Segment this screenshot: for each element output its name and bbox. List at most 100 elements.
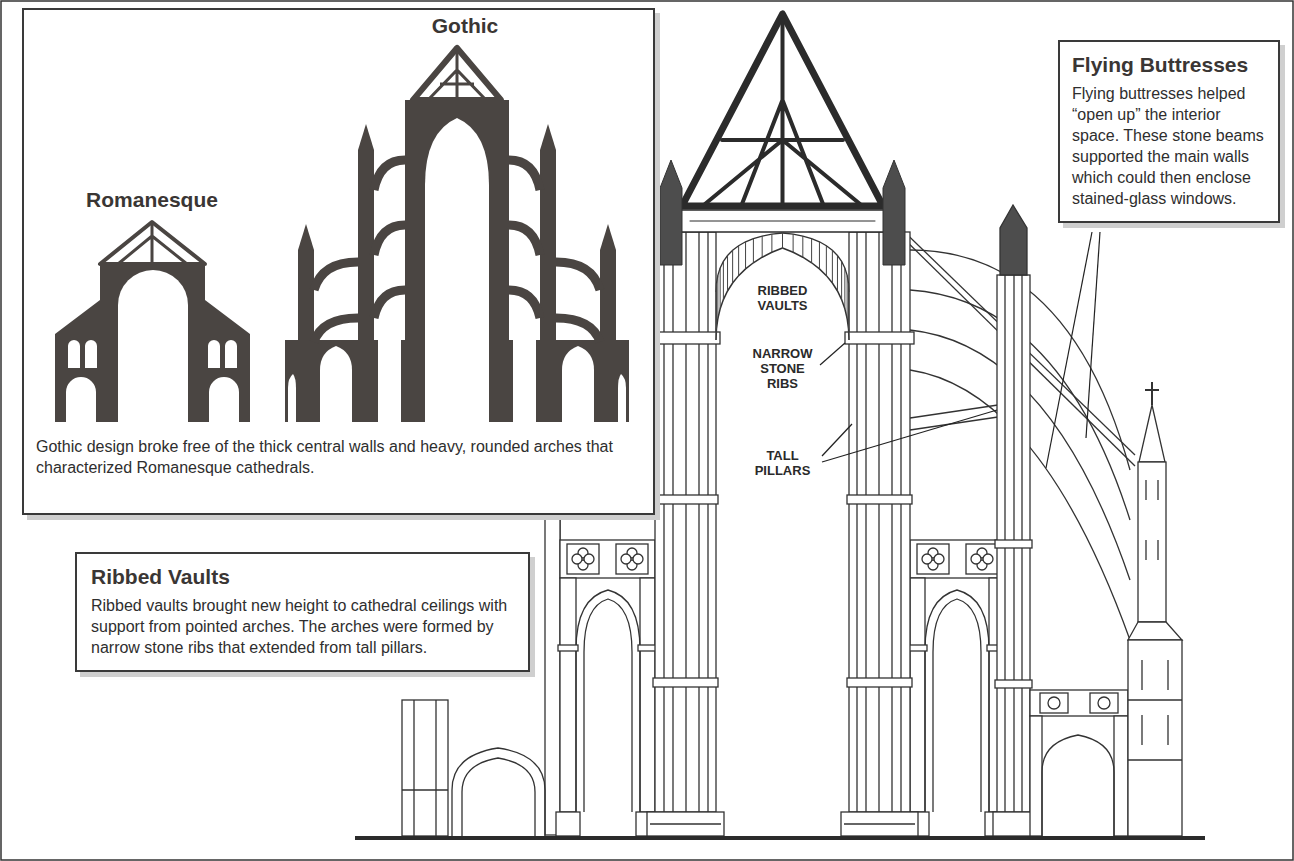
- low-aisle: [1040, 693, 1068, 713]
- silhouette-comparison: [55, 48, 629, 422]
- vault-rib: [841, 261, 842, 299]
- tall-pillar: [655, 232, 716, 812]
- tall-pillar: [841, 232, 918, 836]
- part-label: RIBBED VAULTS: [748, 282, 818, 314]
- leader-line: [820, 232, 1100, 468]
- leader-line: [1046, 232, 1092, 468]
- side-aisle: [616, 544, 648, 574]
- vault-rib: [732, 250, 733, 283]
- romanesque-silhouette: [55, 222, 250, 422]
- left-pier: [402, 700, 448, 836]
- left-pier: [462, 758, 535, 836]
- pinnacle: [660, 160, 682, 265]
- side-aisle: [558, 645, 578, 651]
- side-aisle: [567, 544, 599, 574]
- gable: [680, 210, 885, 232]
- style-heading: Gothic: [405, 14, 525, 38]
- gothic-silhouette: [378, 292, 401, 422]
- vault-rib: [727, 256, 728, 291]
- vault-rib: [847, 275, 848, 318]
- buttress-pier: [995, 540, 1032, 548]
- low-aisle: [1048, 697, 1060, 709]
- gothic-silhouette: [509, 124, 629, 422]
- buttress-pier: [1000, 205, 1027, 275]
- gothic-silhouette: [425, 118, 489, 422]
- style-heading: Romanesque: [72, 188, 232, 212]
- vault-rib: [723, 261, 724, 299]
- buttress-pier: [993, 205, 1034, 836]
- vault-rib: [819, 242, 820, 269]
- vault-rib: [848, 283, 849, 329]
- vault-rib: [716, 283, 717, 329]
- side-aisle: [560, 540, 655, 578]
- panel-caption: Gothic design broke free of the thick ce…: [36, 436, 641, 478]
- leader-line: [1086, 232, 1100, 438]
- low-aisle: [1114, 716, 1128, 836]
- flying-buttress-arcs: [910, 417, 998, 430]
- buttress-pier: [993, 812, 1034, 836]
- leader-line: [822, 424, 852, 456]
- gothic-silhouette: [428, 52, 486, 100]
- tall-pillar: [650, 823, 721, 824]
- side-aisle: [633, 554, 643, 564]
- flying-buttress-arcs: [910, 405, 998, 418]
- leader-line: [822, 410, 997, 462]
- callout-box: Ribbed VaultsRibbed vaults brought new h…: [75, 552, 530, 672]
- gable: [705, 20, 860, 204]
- romanesque-silhouette: [118, 270, 188, 422]
- vault-rib: [771, 234, 772, 252]
- side-aisle: [621, 554, 631, 564]
- gothic-silhouette: [320, 346, 352, 422]
- vault-rib: [745, 242, 746, 269]
- vault-rib: [793, 234, 794, 252]
- vault-rib: [844, 268, 845, 309]
- gable: [690, 221, 875, 222]
- vault-rib: [811, 239, 812, 263]
- callout-heading: Ribbed Vaults: [91, 564, 514, 589]
- ribbed-vault: [716, 233, 849, 340]
- vault-rib: [782, 233, 783, 248]
- left-pier: [402, 700, 448, 836]
- tall-pillar: [647, 232, 724, 836]
- gothic-silhouette: [405, 100, 509, 422]
- romanesque-silhouette: [55, 264, 250, 422]
- vault-rib: [738, 246, 739, 276]
- vault-rib: [782, 233, 783, 248]
- callout-body: Ribbed vaults brought new height to cath…: [91, 595, 514, 658]
- tall-pillar: [653, 678, 718, 687]
- left-pier: [452, 748, 545, 836]
- leader-line: [820, 343, 845, 365]
- low-aisle: [1090, 693, 1118, 713]
- vault-rib: [720, 268, 721, 309]
- ground-line: [355, 836, 1205, 840]
- side-aisle: [572, 554, 582, 564]
- low-aisle: [1030, 690, 1128, 716]
- outer-tower: [1146, 480, 1158, 560]
- romanesque-silhouette: [208, 340, 239, 422]
- gothic-silhouette: [314, 160, 405, 342]
- side-aisle: [638, 645, 657, 651]
- side-aisle: [584, 599, 632, 812]
- buttress-pier: [995, 680, 1032, 688]
- low-aisle: [1030, 716, 1042, 836]
- side-aisle: [640, 578, 655, 812]
- outer-tower: [1138, 462, 1166, 622]
- gothic-silhouette: [285, 124, 405, 422]
- side-aisle: [560, 578, 576, 812]
- side-aisle: [556, 812, 580, 836]
- left-pier: [402, 700, 545, 836]
- side-aisle: [584, 554, 594, 564]
- tall-pillar: [653, 495, 718, 504]
- tall-pillar: [651, 332, 720, 344]
- side-aisle: [545, 515, 560, 835]
- gothic-silhouette: [285, 48, 629, 422]
- vault-rib: [717, 275, 718, 318]
- pinnacle: [883, 160, 905, 265]
- outer-tower: [1128, 622, 1182, 640]
- outer-tower: [1128, 660, 1182, 760]
- side-aisle: [545, 515, 659, 836]
- outer-tower: [1139, 405, 1165, 462]
